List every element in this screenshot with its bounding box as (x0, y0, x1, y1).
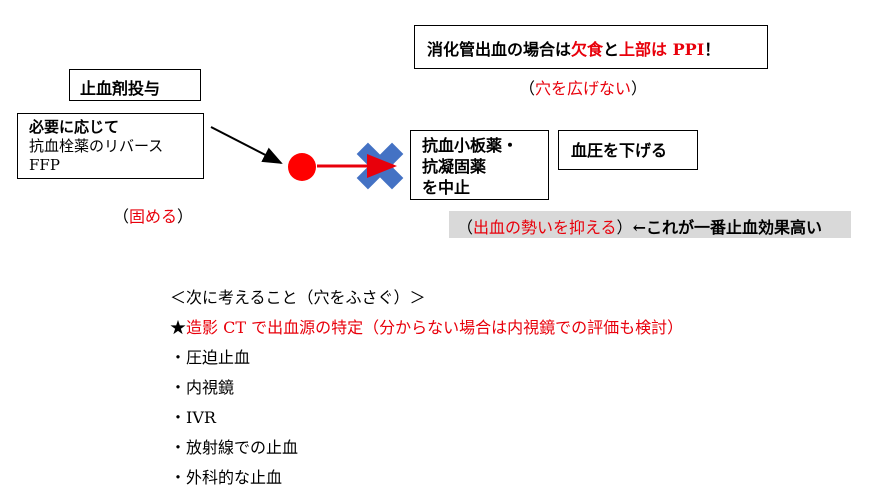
ct-item: ★造影 CT で出血源の特定（分からない場合は内視鏡での評価も検討） (170, 313, 683, 343)
highlight-suffix: ←これが一番止血効果高い (632, 218, 822, 237)
fasting-text: 欠食 (571, 40, 604, 59)
list-item: ・内視鏡 (170, 378, 235, 397)
highlight-close: ） (616, 218, 633, 237)
ppi-text: PPI (667, 40, 705, 59)
hole-note: （穴を広げない） (519, 75, 647, 99)
highlight-text: 出血の勢いを抑える (473, 218, 617, 237)
highlight-bar: （出血の勢いを抑える）←これが一番止血効果高い (449, 211, 851, 238)
stop-drugs-line3: を中止 (422, 178, 471, 197)
next-steps-list: ＜次に考えること（穴をふさぐ）＞ ★造影 CT で出血源の特定（分からない場合は… (170, 283, 683, 493)
list-item: ・圧迫止血 (170, 348, 251, 367)
upper-text: 上部は (619, 40, 668, 59)
clot-note-text: 固める (129, 207, 178, 226)
stop-drugs-box: 抗血小板薬・ 抗凝固薬 を中止 (410, 130, 549, 200)
list-item: ・IVR (170, 408, 216, 427)
exclamation-text: ！ (704, 40, 721, 59)
reversal-title: 必要に応じて (29, 118, 120, 136)
and-text: と (603, 40, 620, 59)
list-item: ・放射線での止血 (170, 438, 299, 457)
hemostatic-box: 止血剤投与 (69, 69, 201, 101)
hemostatic-label: 止血剤投与 (80, 79, 161, 98)
highlight-open: （ (457, 218, 474, 237)
lower-bp-box: 血圧を下げる (558, 130, 698, 170)
stop-drugs-line1: 抗血小板薬・ (422, 136, 519, 155)
ppi-prefix: 消化管出血の場合は (427, 40, 572, 59)
reversal-box: 必要に応じて 抗血栓薬のリバース FFP (17, 113, 204, 179)
ppi-box: 消化管出血の場合は欠食と上部は PPI！ (414, 25, 768, 69)
list-item: ・外科的な止血 (170, 468, 283, 487)
lower-bp-label: 血圧を下げる (571, 141, 668, 160)
bleeding-point-icon (288, 153, 316, 181)
reversal-line3: FFP (29, 156, 60, 174)
hole-note-open: （ (519, 79, 536, 98)
clot-note-open: （ (113, 207, 130, 226)
hole-note-close: ） (631, 79, 648, 98)
clot-note: （固める） (113, 203, 193, 227)
star-icon: ★ (170, 318, 187, 337)
arrow-icon (210, 126, 283, 164)
next-steps-heading: ＜次に考えること（穴をふさぐ）＞ (170, 288, 426, 307)
clot-note-close: ） (177, 207, 194, 226)
stop-drugs-line2: 抗凝固薬 (422, 157, 487, 176)
ct-text: 造影 CT で出血源の特定（分からない場合は内視鏡での評価も検討） (186, 318, 684, 337)
hole-note-text: 穴を広げない (535, 79, 632, 98)
reversal-line2: 抗血栓薬のリバース (29, 137, 164, 155)
